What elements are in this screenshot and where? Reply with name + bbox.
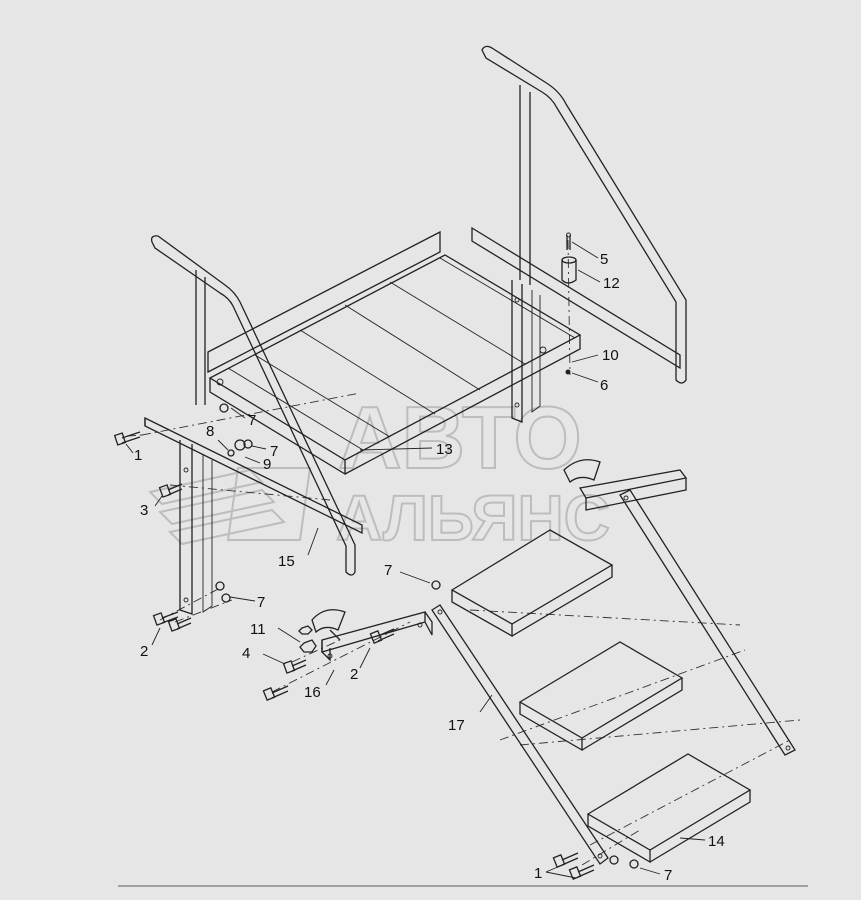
nut-7-b [243,439,253,449]
callout-7-step: 7 [384,562,392,579]
bolt-1-bottom [552,852,595,880]
right-handrail [481,45,687,384]
callout-6: 6 [600,377,608,394]
callout-9: 9 [263,456,271,473]
callout-5: 5 [600,251,608,268]
callout-1-top: 1 [134,447,142,464]
watermark-line2: АЛЬЯНС [336,482,610,554]
sleeve-12 [561,256,577,284]
callout-14: 14 [708,833,725,850]
left-handrail [150,235,356,576]
nut-7-a [219,403,229,413]
callout-7-mid: 7 [270,443,278,460]
nut-7-c2 [221,593,231,603]
callout-11: 11 [250,621,266,638]
callout-15: 15 [278,553,295,570]
side-bracket-10 [471,226,681,423]
nut-7-e2 [629,859,639,869]
callout-7-left: 7 [257,594,265,611]
bolt-3 [158,483,183,498]
nut-7-c [215,581,225,591]
callout-16: 16 [304,684,321,701]
pin-5 [566,232,571,250]
leader-lines [125,241,706,879]
bolt-1-top [113,431,141,446]
callout-13: 13 [436,441,453,458]
nut-11 [298,625,317,653]
watermark: АВТО АЛЬЯНС [148,387,611,555]
nut-7-e [609,855,619,865]
side-rail-15 [144,416,363,615]
bracket-16 [311,609,433,662]
stringer-17 [431,604,609,865]
callout-1-bottom: 1 [534,865,542,882]
stringer-right [619,489,796,756]
callout-12: 12 [603,275,620,292]
bolt-2-left [152,611,192,632]
callouts: 7 1 3 8 9 7 13 15 5 12 10 6 7 7 2 11 4 1… [134,251,725,884]
step-middle [518,641,684,752]
nut-8 [227,449,235,457]
step-14 [586,753,752,864]
callout-2-left: 2 [140,643,148,660]
watermark-logo-icon [148,467,312,546]
nut-7-d [431,580,441,590]
callout-10: 10 [602,347,619,364]
callout-2-bracket: 2 [350,666,358,683]
platform-13 [207,230,582,476]
callout-3: 3 [140,502,148,519]
washer-9 [234,439,246,451]
callout-7-bottom: 7 [664,867,672,884]
watermark-line1: АВТО [338,388,582,487]
bolt-4 [282,659,307,674]
callout-4: 4 [242,645,250,662]
callout-7-top: 7 [248,412,256,429]
washer-6 [565,369,571,375]
bolt-2-bracket [262,628,395,701]
callout-17: 17 [448,717,465,734]
callout-8: 8 [206,423,214,440]
step-upper [450,529,614,638]
